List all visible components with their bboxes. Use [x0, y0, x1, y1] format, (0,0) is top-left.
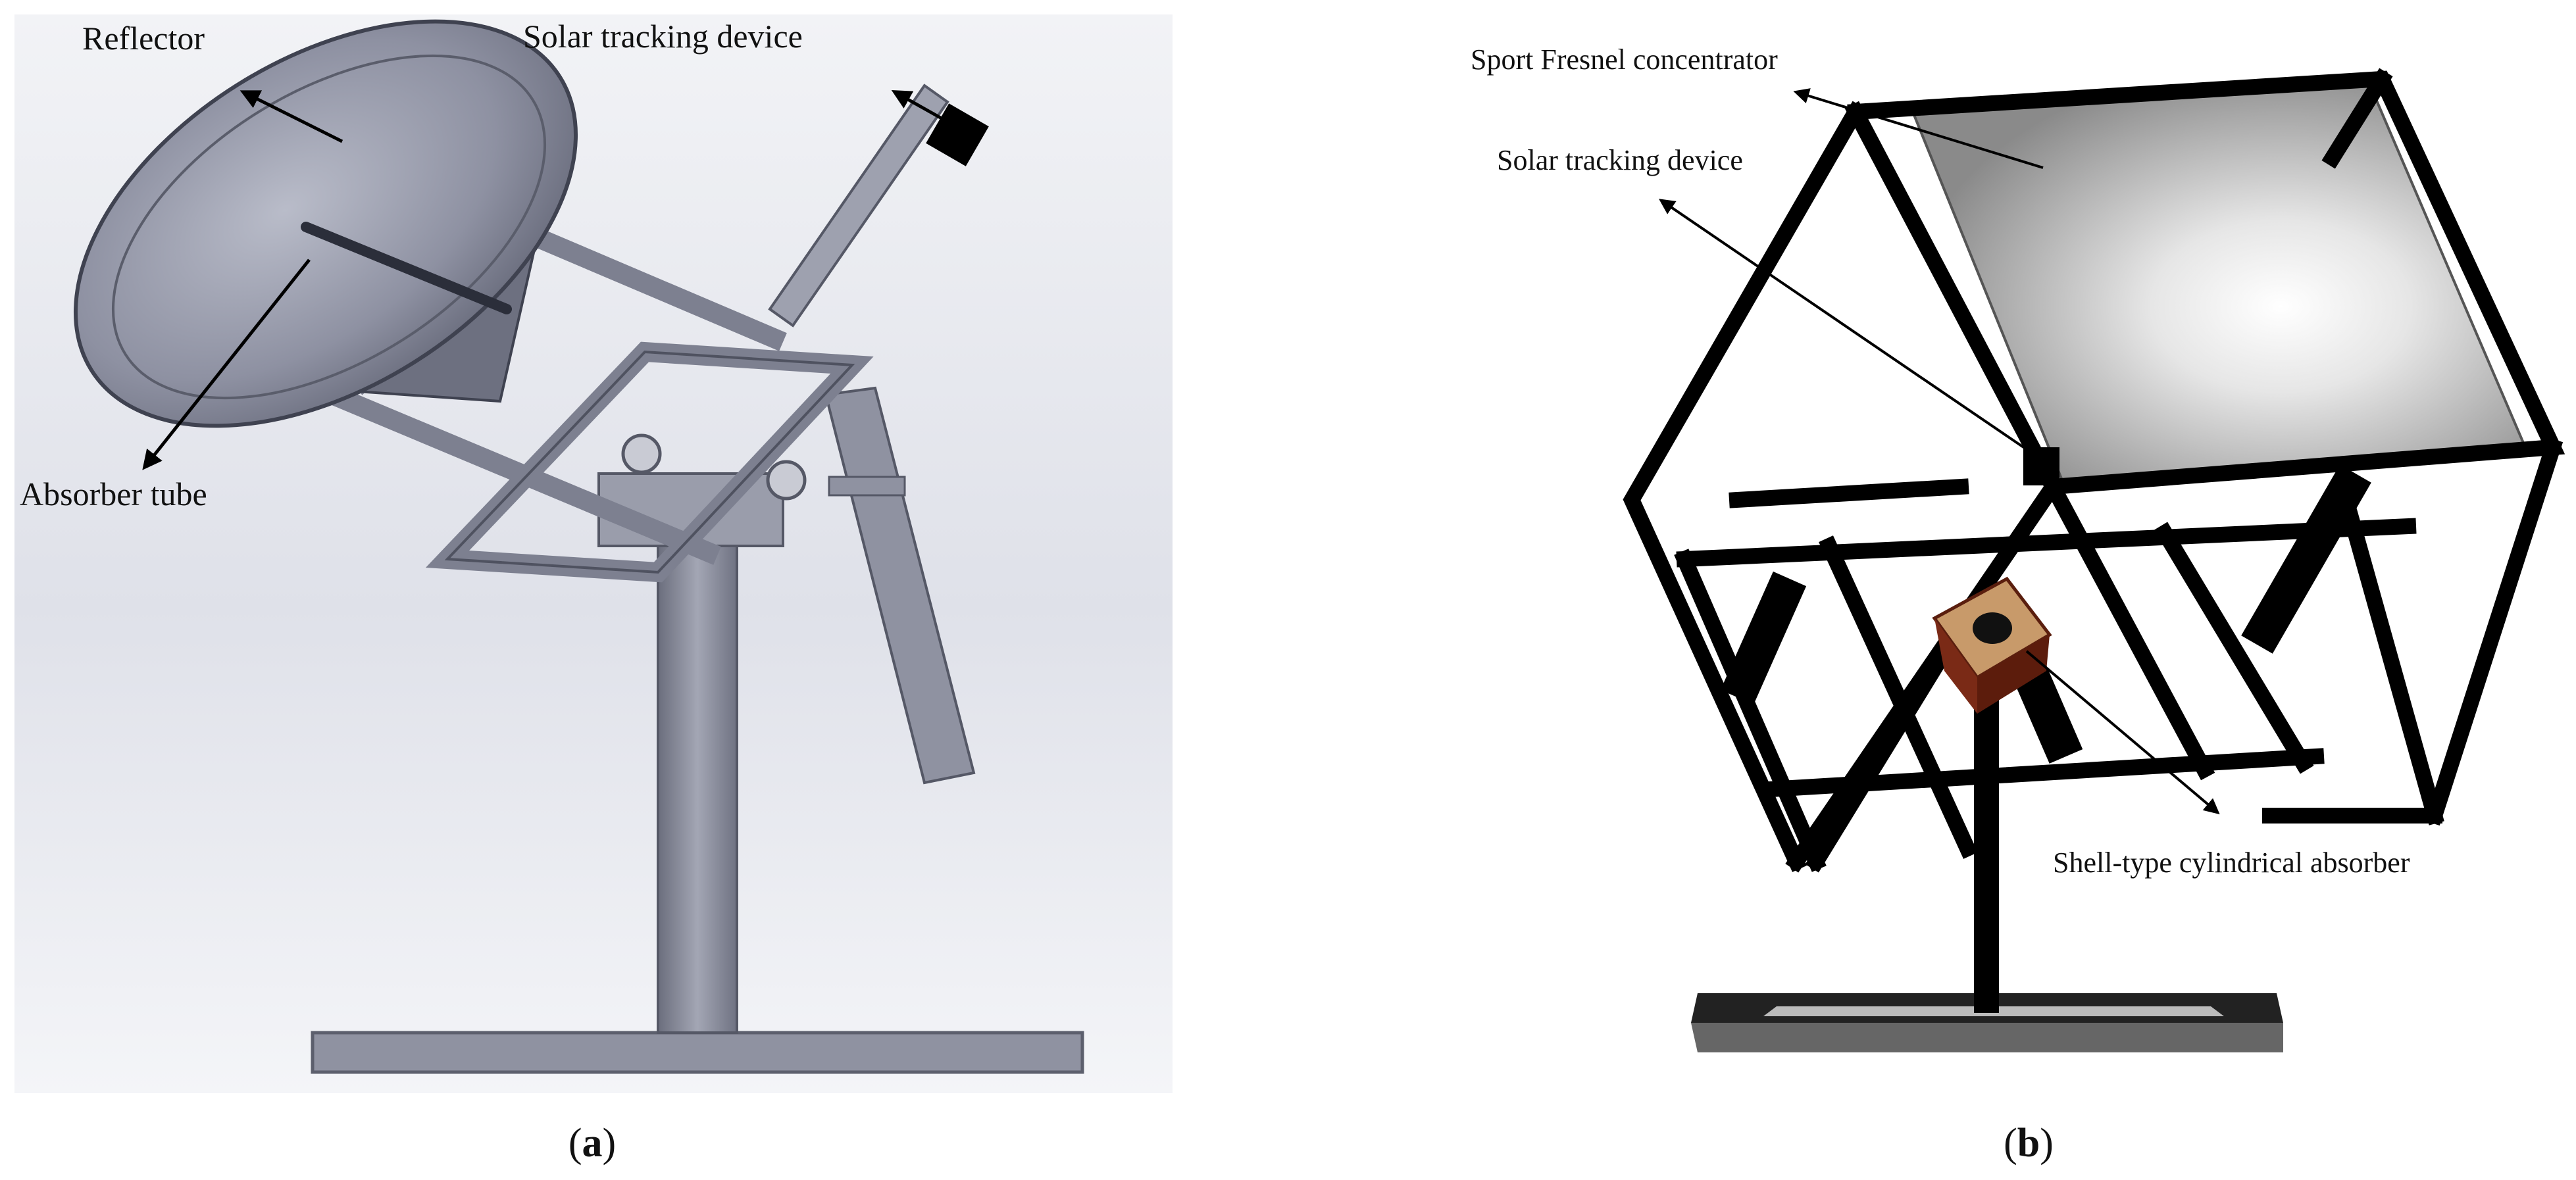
panel-b: Sport Fresnel concentrator Solar trackin…	[1471, 43, 2565, 1166]
caption-a: (a)	[568, 1121, 616, 1166]
solar-tracking-device-label-b: Solar tracking device	[1497, 144, 1743, 176]
support-post	[1974, 697, 1999, 1013]
frame-diagonal-beams	[1720, 464, 2371, 764]
support-frame-edges	[444, 350, 855, 574]
tracking-arm	[768, 84, 949, 328]
absorber-tube	[301, 222, 512, 314]
reflector-inner-rim	[111, 54, 547, 400]
pivot-bearing-right	[766, 460, 807, 501]
reflector-label: Reflector	[82, 20, 205, 57]
solar-tracking-device-label-a: Solar tracking device	[523, 18, 803, 55]
caption-a-letter: a	[582, 1121, 603, 1166]
caption-b: (b)	[2004, 1121, 2054, 1166]
absorber-aperture	[1973, 612, 2012, 644]
reflector-callout-arrow	[240, 90, 343, 143]
base-plate	[311, 1031, 1084, 1074]
frame-clamp	[828, 476, 906, 497]
support-pole	[657, 538, 738, 1034]
fresnel-concentrator-panel	[1909, 80, 2529, 492]
fresnel-concentrator-label: Sport Fresnel concentrator	[1471, 43, 1778, 76]
fresnel-callout-arrow	[1793, 88, 2044, 169]
reflector-dish	[73, 19, 578, 428]
ground-frame-side	[1691, 1023, 2283, 1052]
absorber-tube-callout-arrow	[142, 258, 311, 470]
tracking-device-callout-arrow	[891, 90, 949, 124]
concentrator-frame	[1623, 68, 2565, 873]
solar-tracking-device	[2023, 447, 2059, 485]
caption-b-letter: b	[2017, 1121, 2040, 1166]
absorber-side-left	[1934, 618, 1977, 714]
pivot-bearing-left	[621, 433, 662, 474]
absorber-label: Shell-type cylindrical absorber	[2053, 847, 2410, 879]
panel-a: Reflector Solar tracking device Absorber…	[14, 14, 1173, 1166]
absorber-callout-arrow	[2025, 650, 2220, 815]
tracking-device-callout-arrow-b	[1659, 199, 2034, 455]
absorber-tube-label: Absorber tube	[20, 476, 207, 512]
